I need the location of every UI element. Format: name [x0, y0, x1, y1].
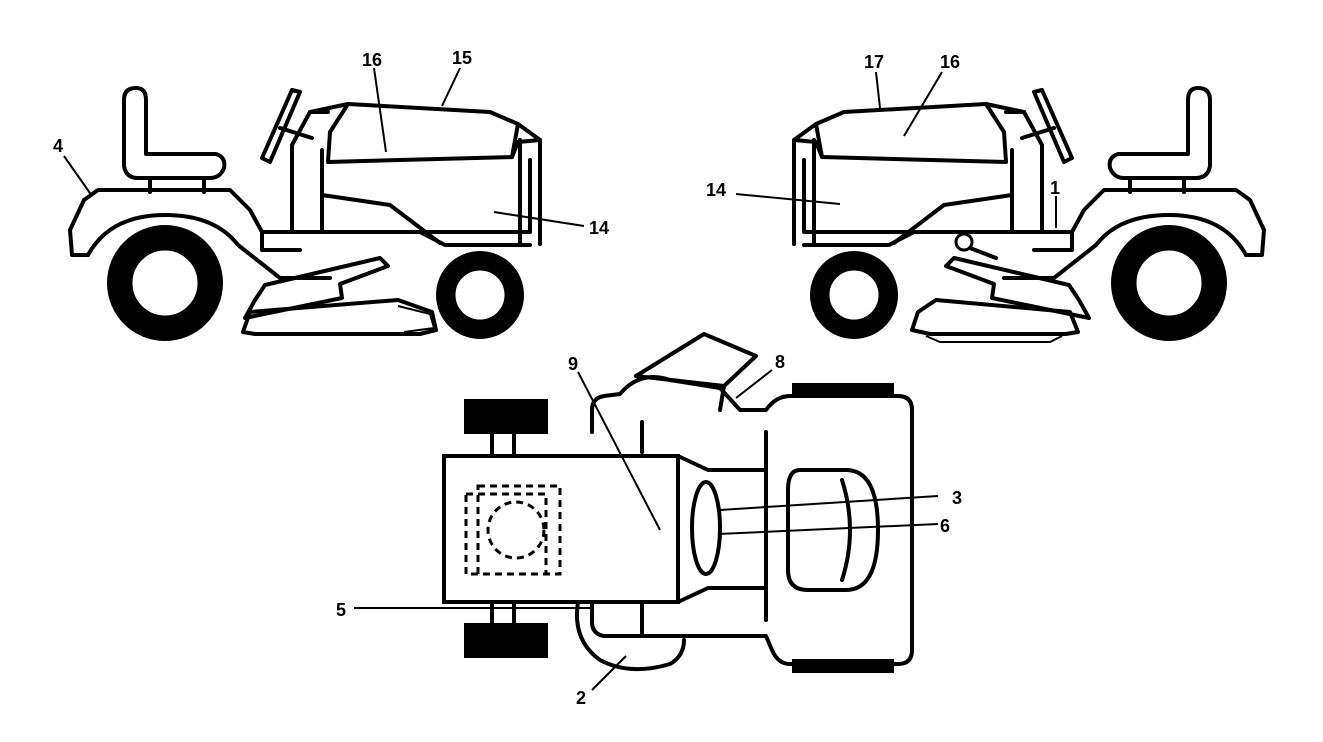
- seat: [1107, 86, 1212, 180]
- steering-column: [1004, 110, 1044, 234]
- callout-17-right: 17: [864, 52, 884, 72]
- steering-column: [290, 110, 330, 234]
- leader-14-left: [493, 211, 585, 227]
- body-frame: [260, 158, 532, 252]
- leader-16-right: [903, 71, 943, 137]
- callout-16-right: 16: [940, 52, 960, 72]
- callout-1-right: 1: [1050, 178, 1060, 198]
- fender-arch: [1002, 213, 1248, 280]
- callout-8: 8: [775, 352, 785, 372]
- leader-2: [591, 655, 627, 691]
- dash-panel: [676, 454, 768, 604]
- callout-3: 3: [952, 488, 962, 508]
- footrest: [944, 256, 1091, 320]
- mower-deck: [910, 298, 1080, 336]
- steering-wheel-top: [690, 480, 722, 576]
- hood-side-panel: [320, 138, 522, 246]
- leader-17-right: [875, 71, 881, 109]
- rear-wheel-rim: [1133, 247, 1205, 319]
- front-wheel-rim: [826, 267, 882, 323]
- fender-arch: [86, 213, 332, 280]
- front-tire-bottom: [464, 623, 548, 658]
- leader-8: [735, 369, 773, 399]
- hood: [792, 102, 1026, 246]
- seat-back-top: [840, 478, 852, 582]
- leader-3: [719, 495, 939, 511]
- right-side-view: 17 16 14 1: [706, 52, 1266, 343]
- deck-chute: [397, 305, 436, 333]
- engine-outline-rear: [464, 492, 548, 576]
- leader-6: [717, 523, 939, 535]
- steering-wheel: [1020, 88, 1074, 164]
- engine-flywheel: [486, 500, 546, 560]
- leader-9: [577, 371, 661, 531]
- rear-wheel-rim: [129, 247, 201, 319]
- callout-16-left: 16: [362, 50, 382, 70]
- hood: [308, 102, 542, 246]
- steering-wheel: [260, 88, 314, 164]
- callout-4-left: 4: [53, 136, 63, 156]
- lever-knob: [954, 232, 974, 252]
- callout-9: 9: [568, 354, 578, 374]
- leader-15-left: [441, 67, 461, 107]
- discharge-chute: [634, 332, 758, 412]
- deck-bulge: [575, 600, 686, 672]
- top-view: 9 8 3 6 5 2: [336, 332, 962, 708]
- hood-side-panel: [812, 138, 1014, 246]
- leader-14-right: [735, 193, 841, 205]
- callout-14-left: 14: [589, 218, 609, 238]
- callout-14-right: 14: [706, 180, 726, 200]
- seat: [122, 86, 227, 180]
- left-side-view: 16 15 4 14: [53, 48, 609, 341]
- front-axle: [490, 432, 516, 625]
- front-tire-top: [464, 399, 548, 434]
- leader-16-left: [373, 67, 387, 153]
- callout-6: 6: [940, 516, 950, 536]
- rear-body-outline: [590, 375, 914, 666]
- seat-top: [786, 468, 880, 592]
- lever: [968, 246, 998, 260]
- deck-skirt: [925, 335, 1063, 343]
- front-wheel-rim: [452, 267, 508, 323]
- leader-4-left: [63, 155, 93, 197]
- callout-2: 2: [576, 688, 586, 708]
- body-frame: [802, 158, 1074, 252]
- footrest: [243, 256, 390, 320]
- engine-outline: [476, 484, 562, 576]
- mower-deck: [241, 298, 438, 336]
- rear-tire-top: [792, 383, 894, 397]
- callout-15-left: 15: [452, 48, 472, 68]
- callout-5: 5: [336, 600, 346, 620]
